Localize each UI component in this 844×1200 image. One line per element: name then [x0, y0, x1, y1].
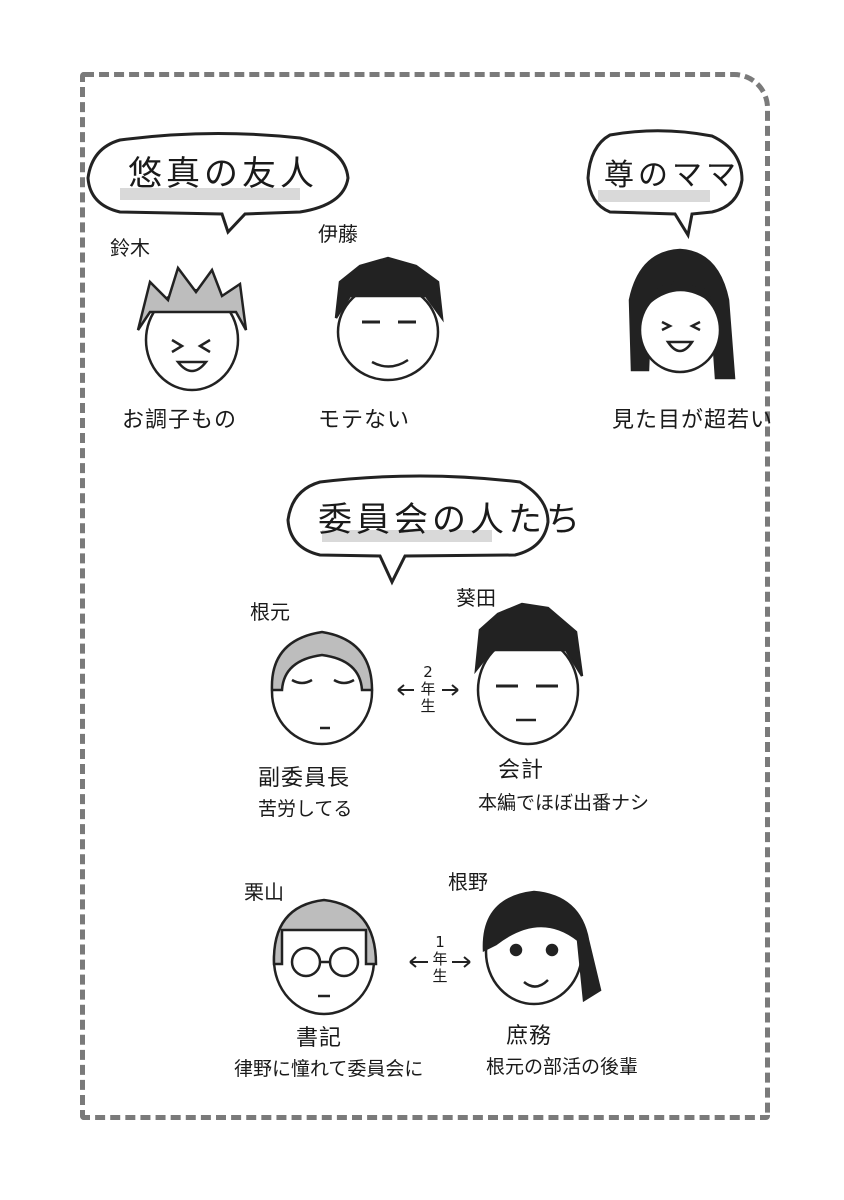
bubble-tone-2: [598, 190, 710, 202]
neno-face: [482, 890, 602, 1006]
aoita-sub: 本編でほぼ出番ナシ: [478, 792, 650, 814]
bubble-tone-3: [322, 530, 492, 542]
kuriyama-caption: 書記: [296, 1026, 343, 1051]
suzuki-caption: お調子もの: [122, 408, 238, 433]
ito-name: 伊藤: [318, 222, 358, 246]
nemoto-sub: 苦労してる: [258, 798, 353, 820]
aoita-caption: 会計: [498, 758, 545, 783]
mama-face: [628, 248, 736, 380]
speech-bubble-committee: [286, 474, 550, 586]
suzuki-name: 鈴木: [110, 236, 150, 260]
neno-caption: 庶務: [506, 1024, 553, 1049]
nemoto-caption: 副委員長: [258, 766, 351, 791]
suzuki-face: [136, 265, 248, 392]
pair1-year-label: 2 年 生: [420, 663, 436, 715]
neno-name: 根野: [448, 870, 488, 894]
neno-sub: 根元の部活の後輩: [486, 1056, 639, 1078]
aoita-name: 葵田: [456, 586, 496, 610]
kuriyama-sub: 律野に憧れて委員会に: [234, 1058, 424, 1080]
year-arrows: [397, 684, 471, 968]
pair2-year-label: 1 年 生: [432, 933, 448, 985]
nemoto-face: [270, 630, 374, 746]
takeru-mama-title: 尊のママ: [604, 158, 740, 193]
ito-caption: モテない: [318, 408, 411, 433]
committee-title: 委員会の人たち: [318, 500, 584, 540]
aoita-face: [474, 602, 584, 746]
speech-bubble-takeru-mama: [586, 129, 744, 240]
dashed-page-frame: [80, 72, 770, 1120]
nemoto-name: 根元: [250, 600, 290, 624]
ito-face: [334, 256, 444, 382]
kuriyama-name: 栗山: [244, 880, 284, 904]
yuma-friends-title: 悠真の友人: [128, 154, 318, 194]
bubble-tone-1: [120, 188, 300, 200]
speech-bubble-yuma-friends: [86, 131, 350, 235]
mama-caption: 見た目が超若い: [612, 408, 774, 433]
kuriyama-face: [272, 898, 378, 1016]
